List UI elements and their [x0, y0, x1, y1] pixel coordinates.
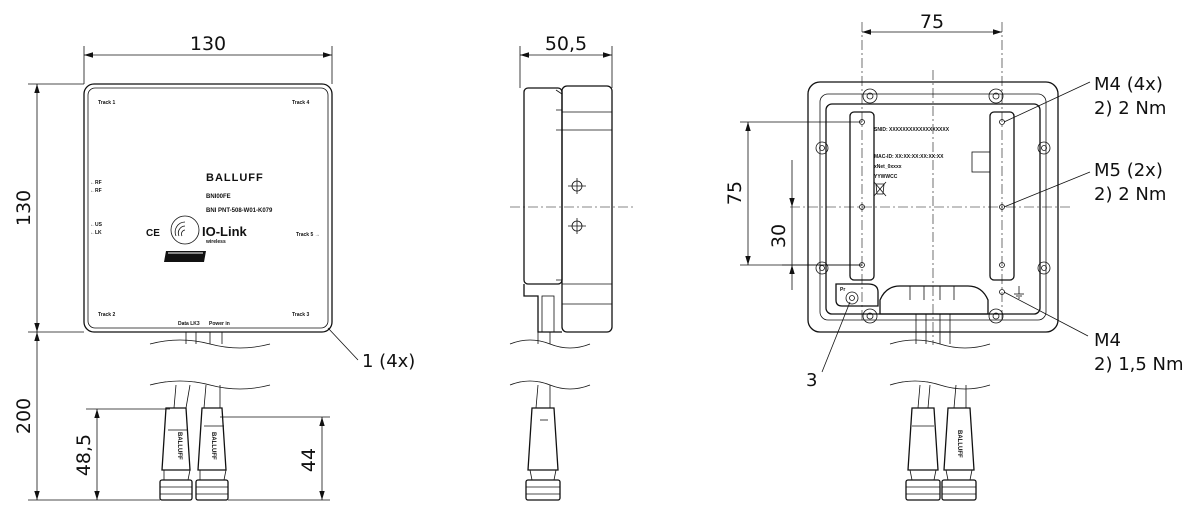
- track4-label: Track 4: [292, 100, 309, 106]
- plug-right-text: BALLUFF: [210, 432, 216, 460]
- dim-holes-x-label: 75: [920, 11, 944, 33]
- side-body-main: [561, 85, 613, 333]
- pressure-element-icon: [845, 291, 859, 305]
- certification-badge-icon: [164, 251, 206, 262]
- track1-label: Track 1: [98, 100, 115, 106]
- product-code: BNI00FE: [206, 194, 231, 200]
- lk-label: ←LK: [90, 230, 102, 236]
- back-plug-left: [905, 407, 941, 501]
- callout-m4b-line2: 2) 1,5 Nm: [1094, 354, 1184, 375]
- back-plug-right: BALLUFF: [941, 407, 977, 501]
- side-hole-lower-icon: [568, 218, 586, 234]
- corner-screw-icon: [815, 88, 1051, 324]
- ground-symbol-icon: [1014, 286, 1024, 299]
- callout-m4-line2: 2) 2 Nm: [1094, 98, 1166, 119]
- ce-mark: CE: [146, 228, 160, 239]
- callout-m4-line1: M4 (4x): [1094, 74, 1163, 95]
- front-view: 130 130 200 48,5 44 1 (4x) Track 1 Track…: [13, 33, 415, 501]
- side-plug: [525, 407, 561, 501]
- track3-label: Track 3: [292, 312, 309, 318]
- dim-holes-y2-label: 30: [768, 224, 790, 248]
- dim-conn-right-label: 44: [298, 448, 320, 472]
- front-plug-right: BALLUFF: [195, 407, 229, 501]
- power-label: Power in: [209, 321, 230, 327]
- track5-label: Track 5 →: [296, 232, 320, 238]
- mac-label: MAC-ID: XX:XX:XX:XX:XX:XX: [874, 154, 944, 160]
- datalk-label: Data LK3: [178, 321, 200, 327]
- brand-logo-text: BALLUFF: [206, 172, 264, 184]
- callout-m5-line1: M5 (2x): [1094, 160, 1163, 181]
- side-view: 50,5: [509, 33, 634, 501]
- front-housing-inner: [87, 87, 329, 329]
- back-plug-text: BALLUFF: [956, 430, 962, 458]
- callout-m5-line2: 2) 2 Nm: [1094, 184, 1166, 205]
- rf-label-1: ←RF: [90, 180, 102, 186]
- front-plug-left: BALLUFF: [159, 407, 193, 501]
- dim-depth-label: 50,5: [545, 33, 587, 55]
- product-name: BNI PNT-508-W01-K079: [206, 208, 273, 214]
- wireless-label: wireless: [205, 239, 226, 245]
- iolink-wireless-icon: [170, 215, 200, 245]
- dim-holes-y-label: 75: [724, 181, 746, 205]
- callout-corner: 1 (4x): [362, 351, 415, 372]
- side-hole-upper-icon: [568, 178, 586, 194]
- dim-height-label: 130: [13, 190, 35, 226]
- callout-3: 3: [806, 370, 817, 391]
- dim-width-label: 130: [190, 33, 226, 55]
- xnet-label: xNet_0xxxx: [874, 164, 902, 170]
- us-label: ←US: [90, 222, 103, 228]
- qr-code-box: [971, 151, 991, 173]
- track2-label: Track 2: [98, 312, 115, 318]
- rf-label-2: ←RF: [90, 188, 102, 194]
- iolink-label: IO-Link: [202, 224, 248, 239]
- front-cables: [149, 332, 271, 409]
- callout-m4b-line1: M4: [1094, 330, 1121, 351]
- back-view: 75 75 30 SNID: XXXXXXXXXXXXXXXXXX MAC-ID…: [724, 11, 1184, 501]
- snid-label: SNID: XXXXXXXXXXXXXXXXXX: [874, 127, 950, 133]
- front-housing: [83, 83, 333, 333]
- dim-cable-label: 200: [13, 398, 35, 434]
- weee-bin-icon: [873, 181, 887, 197]
- dim-conn-left-label: 48,5: [73, 434, 95, 476]
- svg-text:Pr: Pr: [840, 287, 845, 293]
- yyww-label: YYWWCC: [874, 174, 898, 180]
- plug-left-text: BALLUFF: [176, 432, 182, 460]
- side-body-back: [523, 87, 563, 285]
